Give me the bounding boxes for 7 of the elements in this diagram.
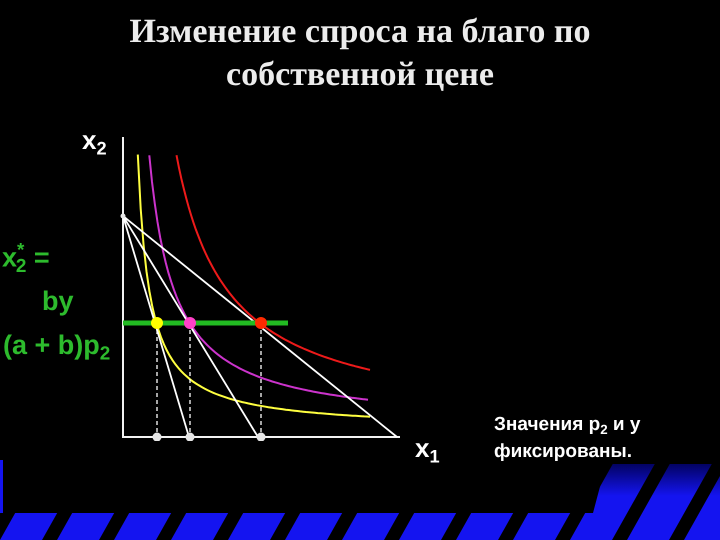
formula-text: by bbox=[42, 286, 74, 318]
axis-label: x$_{1}$ bbox=[415, 434, 440, 468]
note-text: Значения p$_{2}$ и y фиксированы. bbox=[494, 413, 642, 464]
slide-title: Изменение спроса на благо по собственной цене bbox=[128, 12, 592, 95]
formula-text: (a + b)p$_{2}$ bbox=[3, 330, 110, 366]
axis-label: x$_{2}$ bbox=[82, 126, 107, 160]
formula-text: x$^{*}$$_{2}$ = bbox=[2, 240, 50, 278]
